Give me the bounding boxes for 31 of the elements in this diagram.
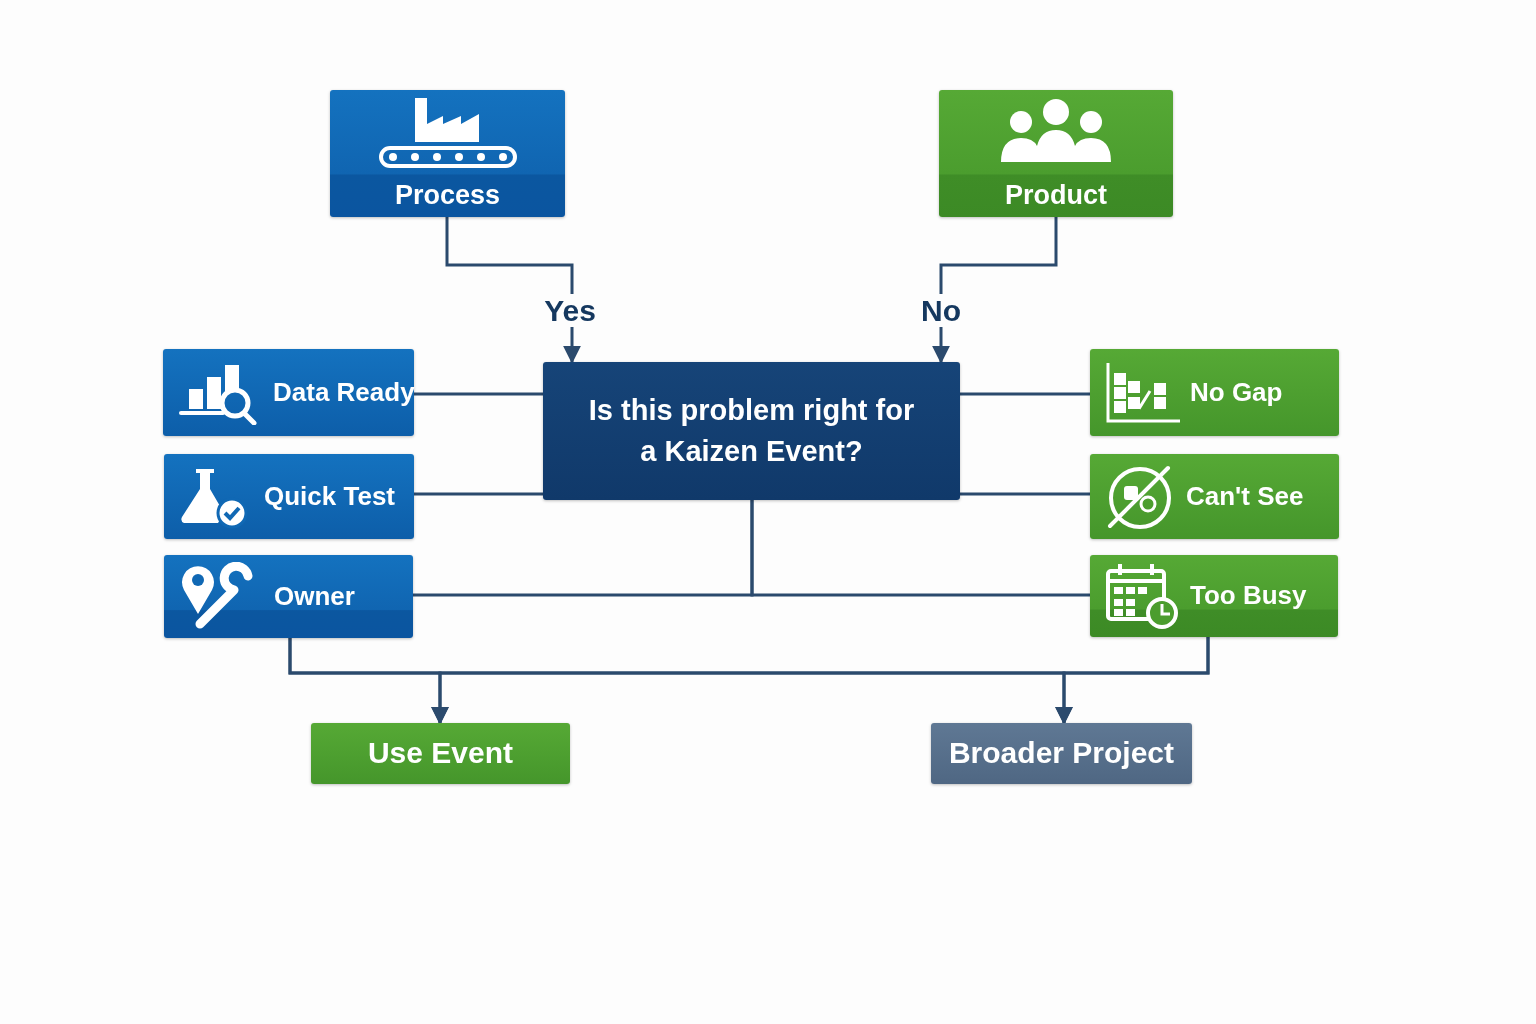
criterion-box bbox=[1090, 349, 1339, 436]
connector-line bbox=[960, 492, 1090, 496]
connector-arrow bbox=[932, 217, 1058, 364]
edge-label: Yes bbox=[542, 293, 598, 327]
connector-line bbox=[414, 392, 543, 396]
process-box bbox=[330, 90, 565, 217]
question-text: Is this problem right for a Kaizen Event? bbox=[587, 393, 916, 469]
decision-box bbox=[543, 362, 960, 500]
box-label: Owner bbox=[274, 581, 355, 612]
connector-arrow bbox=[1055, 637, 1210, 725]
criterion-box bbox=[164, 454, 414, 539]
criterion-box bbox=[163, 349, 414, 436]
box-label: Broader Project bbox=[948, 736, 1175, 771]
connector-line bbox=[750, 500, 1090, 597]
box-label: Product bbox=[1004, 179, 1108, 211]
outcome-box bbox=[311, 723, 570, 784]
box-label: Use Event bbox=[367, 736, 514, 771]
connector-arrow bbox=[445, 217, 581, 364]
product-box bbox=[939, 90, 1173, 217]
criterion-box bbox=[1090, 454, 1339, 539]
box-label: Process bbox=[393, 179, 502, 211]
box-label: No Gap bbox=[1190, 377, 1283, 408]
box-label: Quick Test bbox=[264, 481, 395, 512]
connector-line bbox=[414, 492, 543, 496]
criterion-box bbox=[164, 555, 413, 638]
criterion-box bbox=[1090, 555, 1338, 637]
outcome-box bbox=[931, 723, 1192, 784]
box-label: Too Busy bbox=[1190, 581, 1307, 611]
box-label: Data Ready bbox=[273, 377, 415, 408]
connector-line bbox=[960, 392, 1090, 396]
box-label: Can't See bbox=[1186, 481, 1304, 512]
